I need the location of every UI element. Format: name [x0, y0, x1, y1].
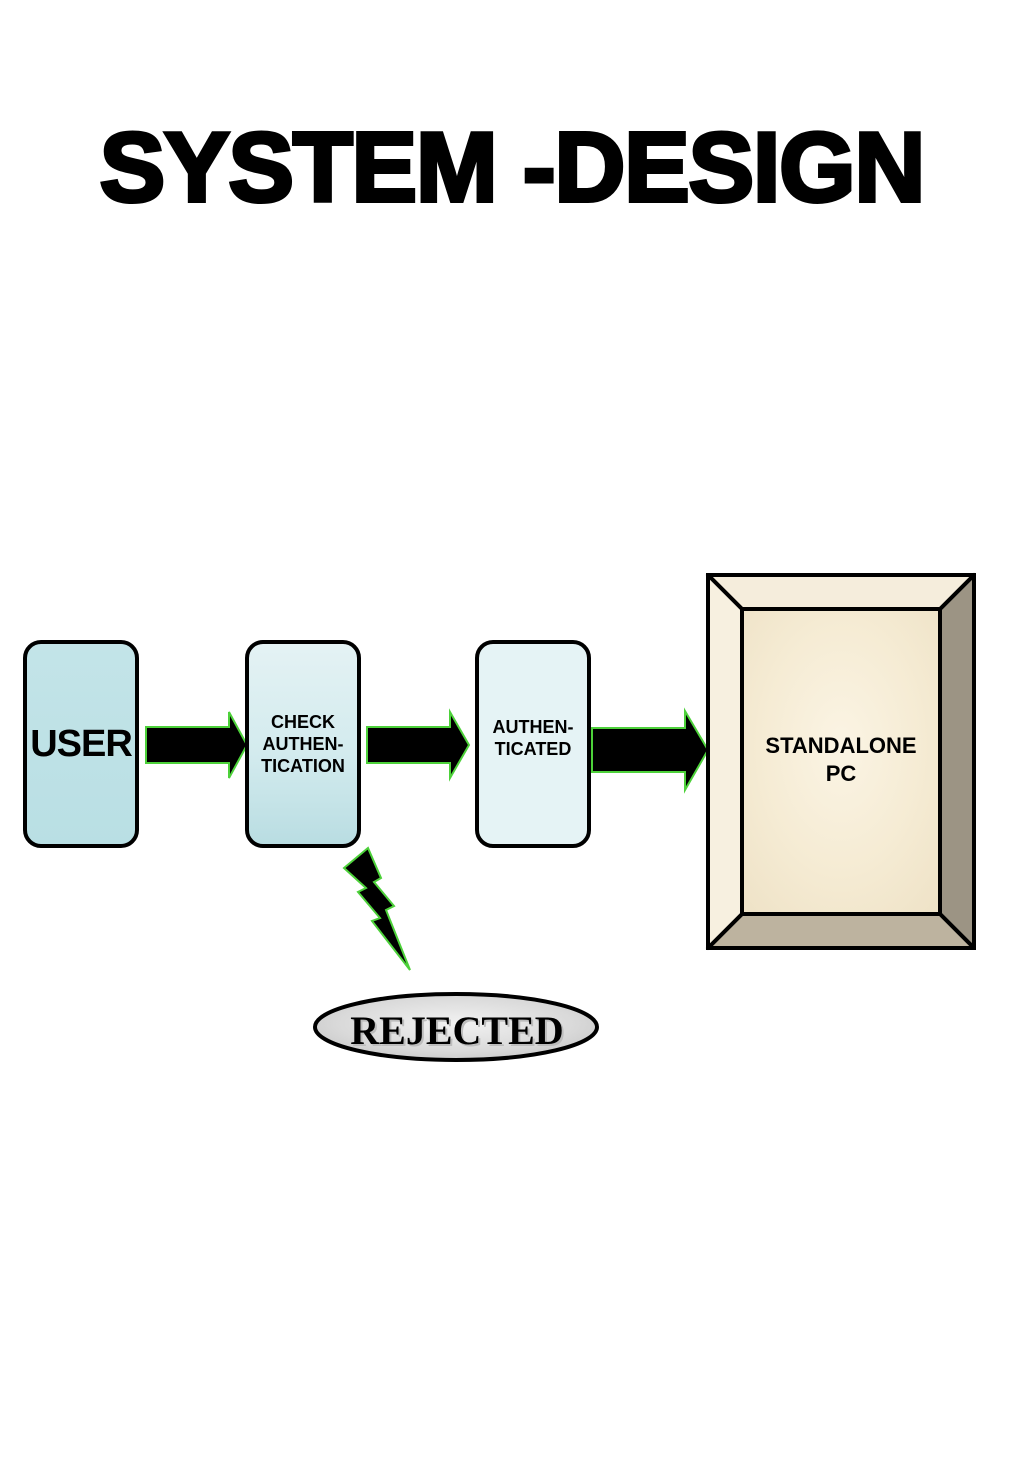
check-label-line-2: AUTHEN- [262, 734, 344, 754]
check-authentication-node: CHECK AUTHEN- TICATION [245, 640, 361, 848]
authenticated-label-line-2: TICATED [494, 739, 572, 759]
lightning-bolt-icon [342, 846, 411, 971]
standalone-pc-label: STANDALONE PC [741, 732, 941, 788]
check-label-line-1: CHECK [270, 712, 335, 732]
authenticated-node: AUTHEN- TICATED [475, 640, 591, 848]
standalone-pc-label-line-1: STANDALONE [765, 733, 917, 758]
user-label: USER [30, 722, 133, 765]
arrow-authenticated-to-pc [591, 707, 710, 794]
arrow-check-to-authenticated [366, 708, 471, 782]
authenticated-label-line-1: AUTHEN- [492, 717, 574, 737]
page-title: SYSTEM -DESIGN [98, 112, 928, 222]
standalone-pc-label-line-2: PC [825, 761, 857, 786]
rejected-node [313, 992, 599, 1062]
user-node: USER [23, 640, 139, 848]
check-label-line-3: TICATION [261, 756, 345, 776]
rejected-label: REJECTED [350, 1007, 564, 1053]
standalone-pc-node [706, 573, 976, 950]
arrow-user-to-check [145, 711, 249, 779]
